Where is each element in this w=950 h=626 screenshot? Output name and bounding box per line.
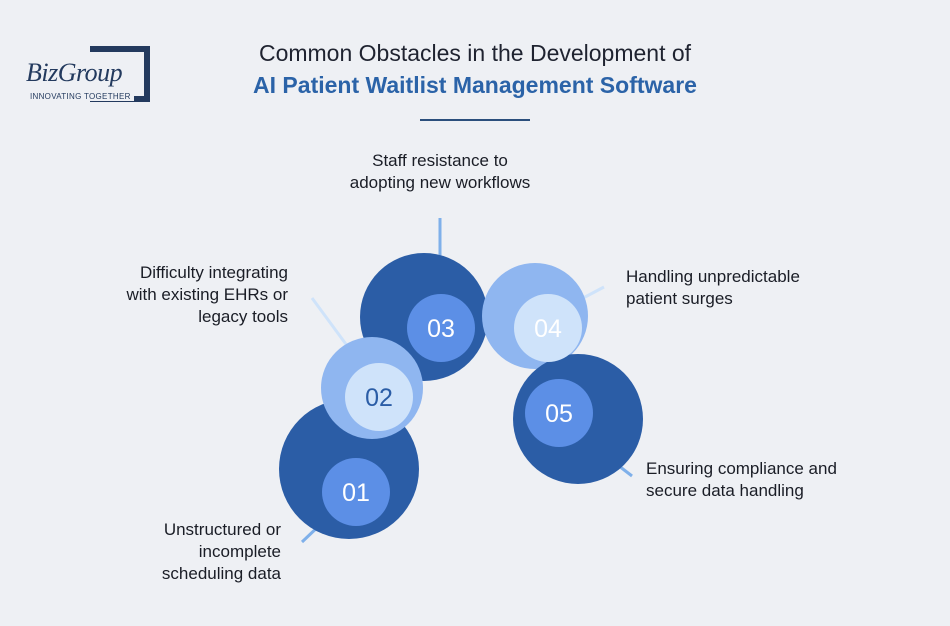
node-04-inner (514, 294, 582, 362)
obstacle-04-label: Handling unpredictable patient surges (626, 266, 800, 310)
obstacle-02-line3: legacy tools (198, 307, 288, 326)
obstacle-03-line2: adopting new workflows (349, 173, 531, 192)
page-title-line1: Common Obstacles in the Development of (258, 40, 692, 66)
obstacle-01-line3: scheduling data (161, 564, 281, 583)
logo-wordmark: BizGroup (26, 58, 125, 88)
obstacle-01-line1: Unstructured or (163, 520, 281, 539)
node-02-number: 02 (365, 384, 393, 412)
obstacle-01-label: Unstructured or incomplete scheduling da… (162, 519, 281, 585)
obstacle-04-line1: Handling unpredictable (626, 267, 800, 286)
page-title-line2: AI Patient Waitlist Management Software (253, 72, 697, 98)
obstacle-01-line2: incomplete (198, 542, 281, 561)
logo-tagline: INNOVATING TOGETHER (30, 92, 134, 101)
obstacle-05-line1: Ensuring compliance and (646, 459, 837, 478)
obstacle-02-label: Difficulty integrating with existing EHR… (126, 262, 288, 328)
obstacle-02-line2: with existing EHRs or (126, 285, 288, 304)
node-01-number: 01 (342, 479, 370, 507)
title-underline (420, 119, 530, 121)
node-05-inner (525, 379, 593, 447)
node-03-inner (407, 294, 475, 362)
node-03-number: 03 (427, 315, 455, 343)
node-04-number: 04 (534, 315, 562, 343)
obstacle-03-label: Staff resistance to adopting new workflo… (320, 150, 560, 194)
obstacle-02-line1: Difficulty integrating (139, 263, 288, 282)
node-02-inner (345, 363, 413, 431)
obstacle-03-line1: Staff resistance to (372, 151, 508, 170)
bizgroup-logo: BizGroup INNOVATING TOGETHER (22, 46, 158, 106)
obstacle-05-label: Ensuring compliance and secure data hand… (646, 458, 837, 502)
node-01-inner (322, 458, 390, 526)
obstacle-05-line2: secure data handling (646, 481, 804, 500)
node-05-number: 05 (545, 400, 573, 428)
obstacle-04-line2: patient surges (626, 289, 733, 308)
